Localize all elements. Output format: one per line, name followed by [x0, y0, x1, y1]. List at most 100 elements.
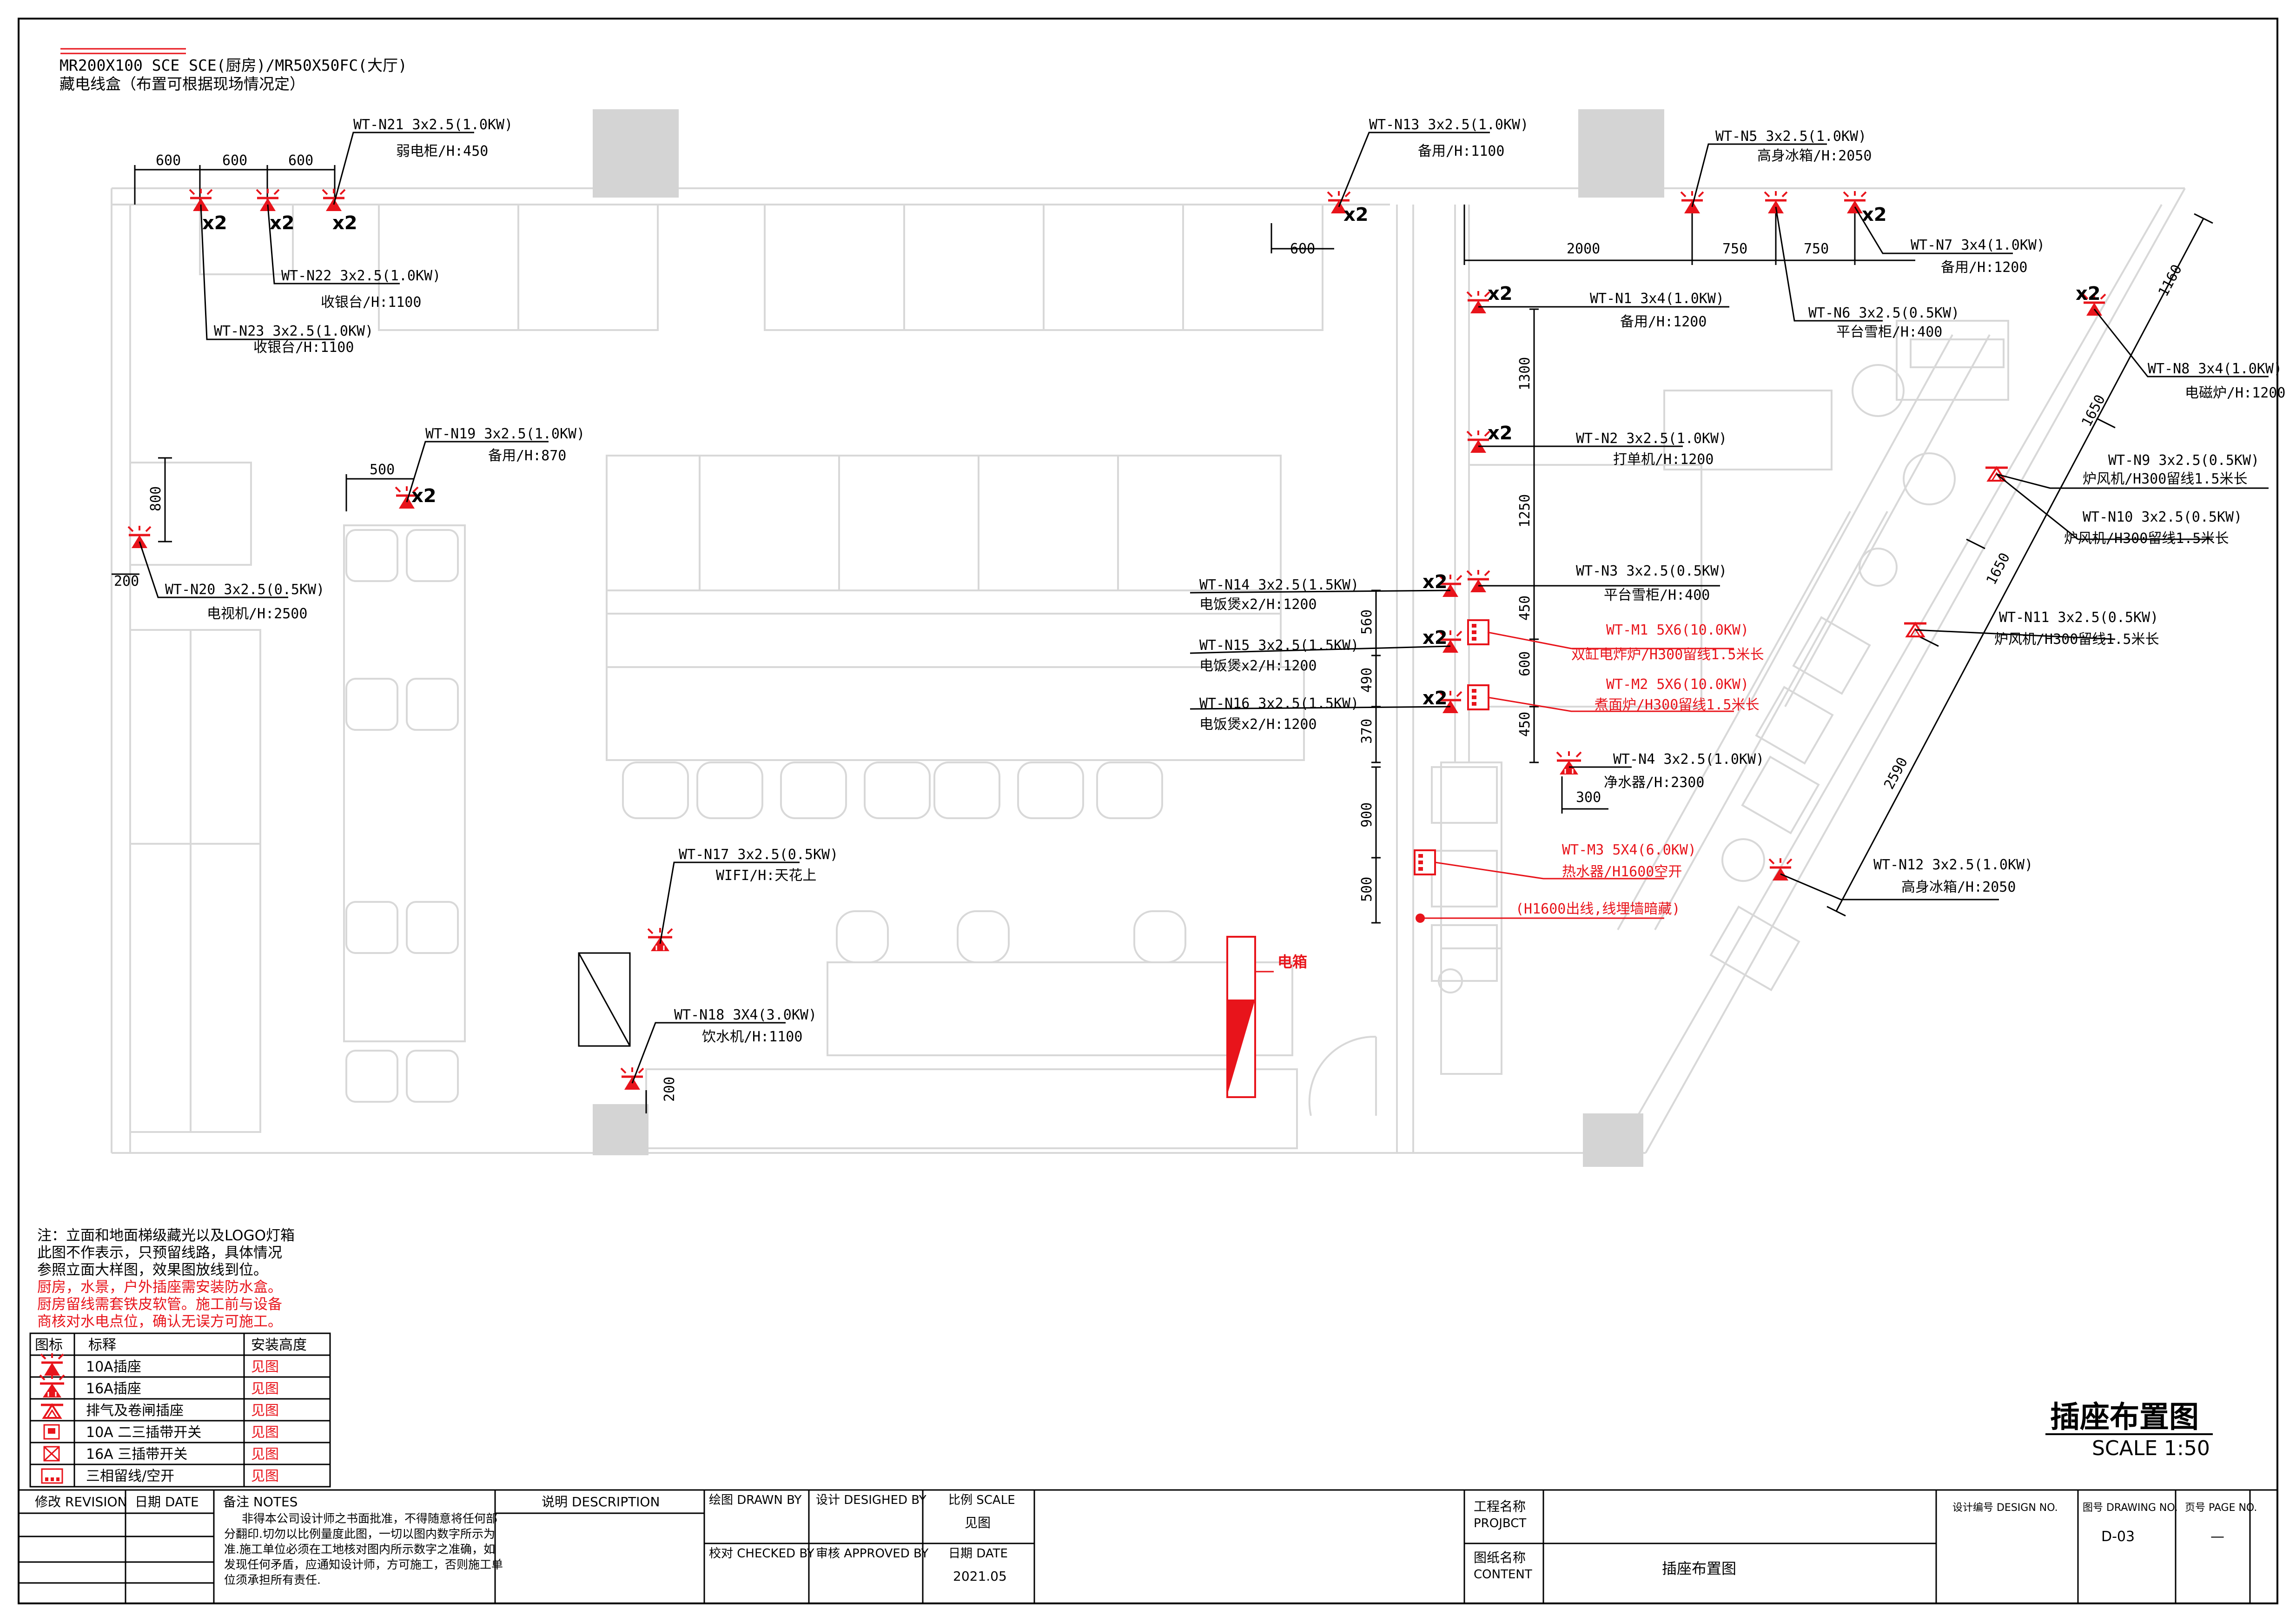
n21-code: WT-N21 3x2.5(1.0KW) [353, 117, 513, 133]
tb-designed: 设计 DESIGHED BY [816, 1493, 926, 1507]
x2-n15: x2 [1423, 627, 1448, 649]
dim-450-a: 450 [1517, 596, 1533, 621]
n22-code: WT-N22 3x2.5(1.0KW) [281, 268, 441, 284]
legend-row-3-label: 排气及卷闸插座 [86, 1403, 184, 1419]
tb-notes-3: 准.施工单位必须在工地核对图内所示数字之准确，如 [224, 1543, 495, 1556]
drawing-title: 插座布置图 SCALE 1:50 [2045, 1400, 2213, 1460]
n18-desc: 饮水机/H:1100 [702, 1029, 802, 1045]
legend-row-1-label: 10A插座 [86, 1359, 141, 1375]
legend-three-phase-icon [41, 1468, 63, 1484]
legend-exhaust-icon [41, 1405, 63, 1418]
outlet-n18-icon [621, 1067, 643, 1090]
dim-560: 560 [1359, 609, 1375, 635]
dim-1160: 1160 [2155, 262, 2185, 299]
n19-desc: 备用/H:870 [488, 448, 566, 464]
dim-2590: 2590 [1881, 755, 1911, 792]
tb-notes-1: 非得本公司设计师之书面批准，不得随意将任何部 [242, 1512, 497, 1525]
n8-code: WT-N8 3x4(1.0KW) [2148, 361, 2282, 377]
legend-row-4-height: 见图 [251, 1424, 279, 1441]
dimension-labels: 600 600 600 600 2000 750 750 1160 1650 1… [114, 152, 2185, 1102]
outlet-n5-icon [1681, 191, 1703, 213]
dim-1650-b: 1650 [1983, 550, 2013, 588]
leader-lines-red [1420, 631, 1734, 919]
outlet-labels-red: WT-M1 5X6(10.0KW) 双缸电炸炉/H300留线1.5米长 WT-M… [1515, 622, 1764, 917]
dim-500-b: 500 [370, 462, 395, 478]
n3-code: WT-N3 3x2.5(0.5KW) [1576, 563, 1727, 579]
note-line-5: 厨房留线需套铁皮软管。施工前与设备 [37, 1296, 282, 1313]
tb-content-h2: CONTENT [1474, 1568, 1532, 1582]
tb-date: 日期 DATE [135, 1494, 199, 1509]
n22-desc: 收银台/H:1100 [321, 294, 421, 311]
tb-date-h: 日期 DATE [948, 1547, 1008, 1561]
m3-note: (H1600出线,线埋墙暗藏) [1515, 901, 1681, 917]
dim-450-b: 450 [1517, 712, 1533, 737]
tb-revision: 修改 REVISION [35, 1494, 127, 1509]
dim-300: 300 [1576, 789, 1601, 806]
n2-desc: 打单机/H:1200 [1613, 451, 1714, 468]
outlet-n1-icon [1467, 291, 1489, 313]
n8-desc: 电磁炉/H:1200 [2185, 385, 2285, 401]
dim-600-a: 600 [156, 152, 181, 169]
n5-code: WT-N5 3x2.5(1.0KW) [1715, 128, 1866, 145]
outlet-m1-icon [1467, 619, 1489, 645]
tb-page-no-value: — [2210, 1529, 2224, 1545]
outlet-n4-icon [1557, 751, 1581, 775]
n21-desc: 弱电柜/H:450 [396, 143, 488, 159]
outlet-m3-icon [1414, 849, 1436, 875]
architecture [111, 109, 2186, 1167]
n1-code: WT-N1 3x4(1.0KW) [1590, 291, 1724, 307]
n9-desc: 炉风机/H300留线1.5米长 [2083, 471, 2248, 487]
x2-n8: x2 [2076, 283, 2101, 305]
n3-desc: 平台雪柜/H:400 [1604, 587, 1710, 603]
n14-code: WT-N14 3x2.5(1.5KW) [1199, 577, 1359, 593]
n11-code: WT-N11 3x2.5(0.5KW) [1999, 609, 2158, 626]
title-main: 插座布置图 [2050, 1400, 2199, 1435]
n20-desc: 电视机/H:2500 [207, 606, 307, 622]
tb-description: 说明 DESCRIPTION [542, 1494, 660, 1509]
x2-n14: x2 [1423, 571, 1448, 593]
n15-desc: 电饭煲x2/H:1200 [1199, 658, 1317, 674]
tb-approved: 审核 APPROVED BY [816, 1547, 928, 1561]
water-dispenser-box [578, 952, 631, 1047]
n16-code: WT-N16 3x2.5(1.5KW) [1199, 695, 1359, 712]
outlet-n21-icon [323, 189, 345, 211]
tb-drawing-no-value: D-03 [2101, 1529, 2135, 1545]
dim-750-b: 750 [1804, 241, 1829, 257]
dim-1250: 1250 [1517, 494, 1533, 528]
dim-200-b: 200 [662, 1077, 678, 1102]
n10-code: WT-N10 3x2.5(0.5KW) [2083, 509, 2242, 525]
tb-project-h2: PROJBCT [1474, 1516, 1526, 1530]
note-line-3: 参照立面大样图，效果图放线到位。 [37, 1262, 268, 1278]
n7-desc: 备用/H:1200 [1941, 259, 2027, 276]
m1-desc: 双缸电炸炉/H300留线1.5米长 [1571, 647, 1764, 663]
m3-desc: 热水器/H1600空开 [1562, 864, 1682, 880]
n18-code: WT-N18 3X4(3.0KW) [674, 1007, 817, 1023]
dim-370: 370 [1359, 719, 1375, 744]
tb-content-value: 插座布置图 [1662, 1560, 1736, 1577]
tb-project-h1: 工程名称 [1474, 1499, 1526, 1514]
outlet-n3-icon [1467, 570, 1489, 592]
header-line-1: MR200X100 SCE SCE(厨房)/MR50X50FC(大厅) [60, 56, 407, 74]
x2-markers: x2 x2 x2 x2 x2 x2 x2 x2 x2 x2 x2 x2 [202, 204, 2101, 709]
tb-date-v: 2021.05 [953, 1569, 1007, 1584]
legend-row-6-height: 见图 [251, 1468, 279, 1484]
outlet-m2-icon [1467, 684, 1489, 710]
tb-notes-5: 位须承担所有责任. [224, 1573, 321, 1587]
n19-code: WT-N19 3x2.5(1.0KW) [425, 426, 585, 442]
n10-desc: 炉风机/H300留线1.5米长 [2064, 530, 2229, 547]
dim-1650-a: 1650 [2078, 392, 2109, 430]
n23-desc: 收银台/H:1100 [253, 339, 354, 356]
legend-row-5-label: 16A 三插带开关 [86, 1446, 187, 1463]
leader-lines [139, 132, 2269, 1084]
outlet-labels: WT-N21 3x2.5(1.0KW) 弱电柜/H:450 WT-N22 3x2… [165, 117, 2285, 1045]
n11-desc: 炉风机/H300留线1.5米长 [1994, 631, 2159, 648]
x2-n21: x2 [332, 212, 357, 234]
dim-600-c: 600 [288, 152, 313, 169]
tb-notes-header: 备注 NOTES [223, 1494, 298, 1509]
n15-code: WT-N15 3x2.5(1.5KW) [1199, 637, 1359, 654]
general-notes: 注：立面和地面梯级藏光以及LOGO灯箱 此图不作表示，只预留线路，具体情况 参照… [37, 1227, 295, 1330]
dim-2000: 2000 [1567, 241, 1600, 257]
n4-desc: 净水器/H:2300 [1604, 775, 1704, 791]
note-line-4: 厨房，水景，户外插座需安装防水盒。 [37, 1279, 282, 1296]
tb-page-no: 页号 PAGE NO. [2185, 1502, 2257, 1514]
